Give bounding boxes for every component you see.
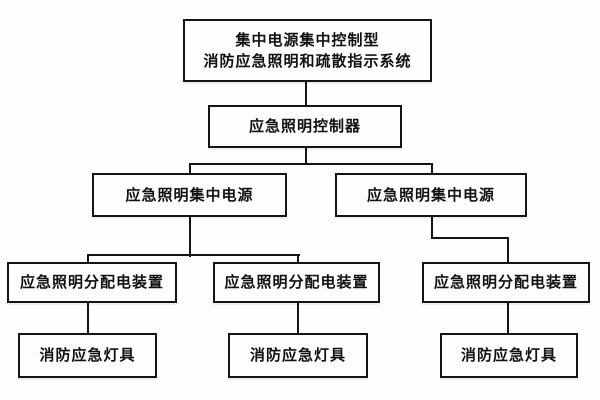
connector-power-left-stem [189, 217, 191, 257]
node-system-title: 集中电源集中控制型 消防应急照明和疏散指示系统 [183, 19, 432, 82]
node-distribution-device-left: 应急照明分配电装置 [7, 262, 177, 303]
connector-power-right-jog-bar [431, 237, 509, 239]
node-distribution-device-middle: 应急照明分配电装置 [213, 262, 380, 303]
connector-drop-dist-left [87, 254, 89, 262]
node-label: 应急照明分配电装置 [19, 273, 164, 291]
node-emergency-lighting-controller: 应急照明控制器 [208, 105, 402, 148]
connector-controller-stem [305, 148, 307, 165]
node-emergency-lamps-middle: 消防应急灯具 [228, 333, 368, 378]
connector-dist-right-lamps [507, 303, 509, 333]
node-central-power-right: 应急照明集中电源 [335, 173, 527, 217]
connector-controller-split-bar [189, 163, 433, 165]
connector-drop-dist-right [507, 237, 509, 262]
node-label: 应急照明控制器 [248, 117, 361, 135]
node-label: 应急照明分配电装置 [433, 273, 578, 291]
node-label: 消防应急灯具 [39, 346, 136, 364]
connector-drop-power-left [189, 163, 191, 173]
connector-system-controller [305, 82, 307, 105]
node-label: 应急照明集中电源 [366, 185, 495, 204]
node-system-line2: 消防应急照明和疏散指示系统 [203, 51, 412, 70]
node-emergency-lamps-left: 消防应急灯具 [18, 333, 157, 378]
node-label: 消防应急灯具 [249, 346, 346, 364]
node-label: 消防应急灯具 [460, 346, 557, 364]
node-label: 应急照明分配电装置 [224, 273, 369, 291]
connector-drop-power-right [431, 163, 433, 173]
node-system-line1: 集中电源集中控制型 [235, 30, 380, 49]
node-emergency-lamps-right: 消防应急灯具 [440, 333, 578, 378]
connector-dist-middle-lamps [297, 303, 299, 333]
connector-drop-dist-middle [297, 254, 299, 262]
connector-power-left-split-bar [87, 254, 300, 256]
connector-power-right-stem [431, 217, 433, 239]
node-central-power-left: 应急照明集中电源 [92, 173, 287, 217]
connector-dist-left-lamps [87, 303, 89, 333]
node-label: 应急照明集中电源 [125, 185, 254, 204]
node-distribution-device-right: 应急照明分配电装置 [422, 262, 590, 303]
